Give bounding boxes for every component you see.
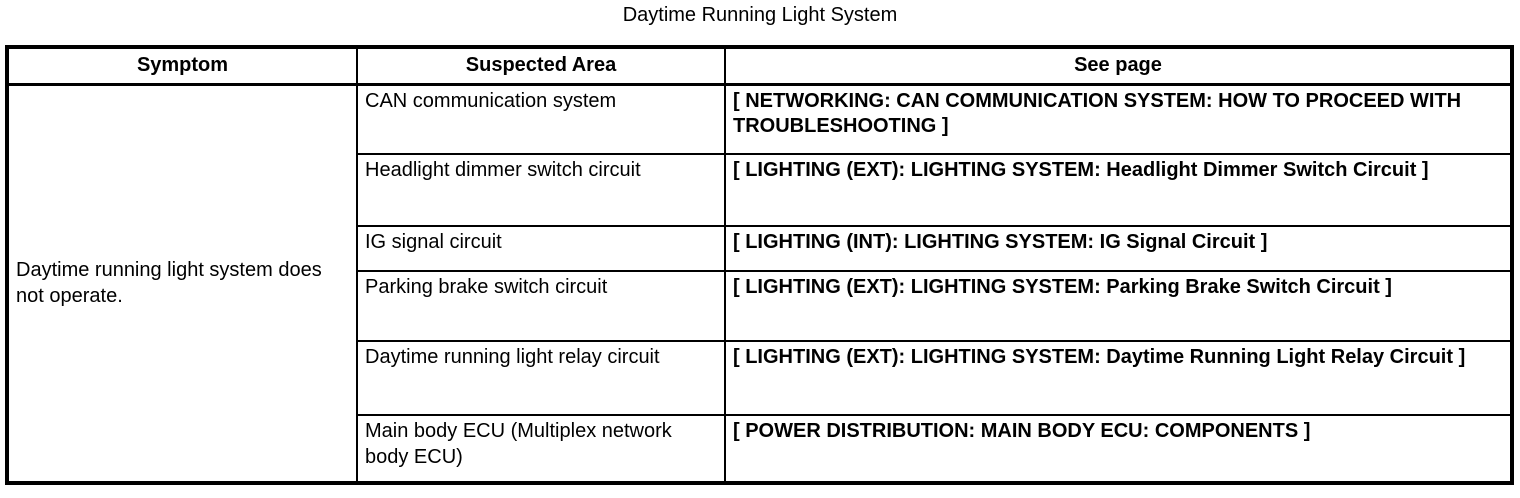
column-header-see-page: See page <box>724 46 1513 86</box>
table-row: Daytime running light relay circuit [ LI… <box>7 340 1513 416</box>
column-header-symptom: Symptom <box>6 46 358 86</box>
see-page-reference: [ POWER DISTRIBUTION: MAIN BODY ECU: COM… <box>724 414 1513 484</box>
table-row: Daytime running light system does not op… <box>6 83 1513 484</box>
page-title: Daytime Running Light System <box>622 4 898 26</box>
troubleshooting-table: Symptom Suspected Area See page Daytime … <box>5 45 1514 485</box>
see-page-reference: [ LIGHTING (INT): LIGHTING SYSTEM: IG Si… <box>724 225 1513 272</box>
table-header-row: Symptom Suspected Area See page <box>6 46 1513 86</box>
suspected-area-cell: IG signal circuit <box>356 225 726 272</box>
column-header-suspected-area: Suspected Area <box>356 46 726 86</box>
table-body: Daytime running light system does not op… <box>6 83 1513 484</box>
table-row: IG signal circuit [ LIGHTING (INT): LIGH… <box>7 225 1513 272</box>
suspected-area-cell: CAN communication system <box>356 83 726 155</box>
table-row: Main body ECU (Multiplex network body EC… <box>7 414 1513 484</box>
symptom-cell: Daytime running light system does not op… <box>6 83 358 484</box>
see-page-reference: [ LIGHTING (EXT): LIGHTING SYSTEM: Headl… <box>724 153 1513 227</box>
table-row: Parking brake switch circuit [ LIGHTING … <box>7 270 1513 342</box>
suspected-area-cell: Main body ECU (Multiplex network body EC… <box>356 414 726 484</box>
see-page-reference: [ LIGHTING (EXT): LIGHTING SYSTEM: Parki… <box>724 270 1513 342</box>
see-page-reference: [ LIGHTING (EXT): LIGHTING SYSTEM: Dayti… <box>724 340 1513 416</box>
suspected-area-cell: Parking brake switch circuit <box>356 270 726 342</box>
suspected-area-cell: Headlight dimmer switch circuit <box>356 153 726 227</box>
see-page-reference: [ NETWORKING: CAN COMMUNICATION SYSTEM: … <box>724 83 1513 155</box>
suspected-area-cell: Daytime running light relay circuit <box>356 340 726 416</box>
table-row: Headlight dimmer switch circuit [ LIGHTI… <box>7 153 1513 227</box>
